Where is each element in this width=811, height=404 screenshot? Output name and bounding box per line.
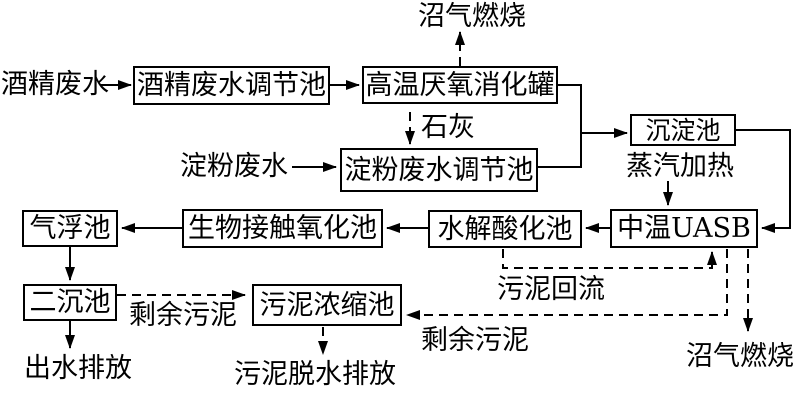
- label-sludge-return: 污泥回流: [497, 274, 605, 305]
- box-starch-adjust-tank: 淀粉废水调节池: [340, 148, 538, 192]
- box-mesophilic-uasb: 中温UASB: [610, 209, 758, 248]
- box-secondary-sedimentation-tank: 二沉池: [23, 284, 117, 321]
- label-starch-wastewater: 淀粉废水: [180, 151, 288, 182]
- label-biogas-burn-bottom: 沼气燃烧: [686, 341, 794, 372]
- line-digester-starch-junction: [538, 84, 582, 168]
- label-steam-heating: 蒸汽加热: [626, 151, 734, 182]
- box-hydrolysis-acidification-tank: 水解酸化池: [428, 210, 582, 248]
- box-sludge-thickener-tank: 污泥浓缩池: [252, 284, 402, 326]
- label-excess-sludge-left: 剩余污泥: [129, 300, 237, 331]
- label-lime: 石灰: [421, 112, 475, 143]
- box-high-temp-digester: 高温厌氧消化罐: [362, 66, 558, 104]
- box-sedimentation-tank: 沉淀池: [630, 114, 736, 146]
- arrow-sedimentation-to-uasb: [736, 129, 791, 233]
- label-excess-sludge-right: 剩余污泥: [421, 325, 529, 356]
- arrow-sludge-return-to-uasb: [502, 249, 717, 269]
- box-air-flotation-tank: 气浮池: [22, 210, 118, 247]
- dashed-arrows: [117, 31, 753, 355]
- label-biogas-burn-top: 沼气燃烧: [418, 1, 526, 32]
- solid-arrows: [65, 80, 791, 349]
- label-alcohol-wastewater: 酒精废水: [1, 69, 109, 100]
- arrow-uasb-sludge-to-thickener: [406, 249, 728, 320]
- label-sludge-dewater-discharge: 污泥脱水排放: [234, 359, 396, 390]
- label-effluent-discharge: 出水排放: [24, 353, 132, 384]
- box-alcohol-adjust-tank: 酒精废水调节池: [133, 66, 330, 105]
- box-bio-contact-oxidation-tank: 生物接触氧化池: [182, 209, 383, 248]
